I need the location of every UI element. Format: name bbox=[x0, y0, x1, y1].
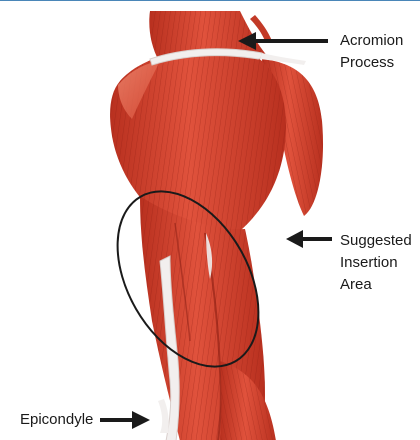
acromion-label-line2: Process bbox=[340, 52, 403, 74]
epicondyle-label: Epicondyle bbox=[20, 409, 93, 431]
deltoid-muscle bbox=[110, 48, 286, 236]
insertion-arrow bbox=[286, 230, 332, 248]
acromion-arrow bbox=[238, 32, 328, 50]
insertion-label-line2: Insertion bbox=[340, 252, 412, 274]
insertion-label-line3: Area bbox=[340, 274, 412, 296]
acromion-label-line1: Acromion bbox=[340, 30, 403, 52]
epicondyle-arrow bbox=[100, 411, 150, 429]
suggested-insertion-area-label: Suggested Insertion Area bbox=[340, 230, 412, 296]
insertion-label-line1: Suggested bbox=[340, 230, 412, 252]
acromion-process-label: Acromion Process bbox=[340, 30, 403, 74]
